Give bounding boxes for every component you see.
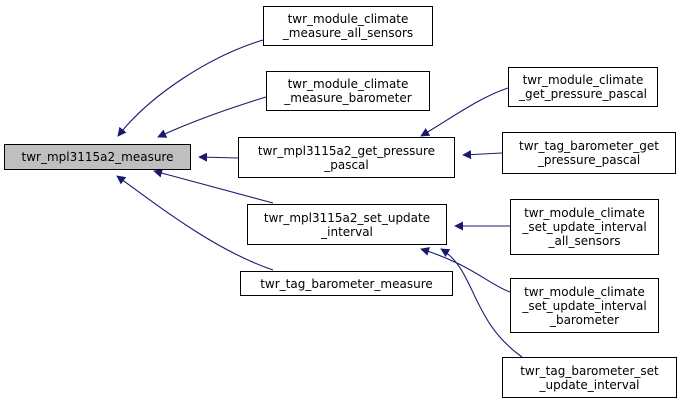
- call-edge-climate-get-pressure-to-get-pressure: [420, 87, 509, 137]
- call-edge-climate-measure-baro-to-measure: [157, 96, 267, 138]
- call-edge-tag-set-update-to-set-update: [440, 248, 523, 358]
- node-label-line: _all_sensors: [548, 234, 621, 248]
- node-label-line: _set_update_interval: [522, 298, 647, 313]
- node-label-line: _get_pressure_pascal: [518, 87, 648, 101]
- call-edge-tag-get-pressure-to-get-pressure: [462, 150, 503, 160]
- caller-node-tag-get-pressure[interactable]: twr_tag_barometer_get_pressure_pascal: [502, 132, 676, 174]
- node-label-line: twr_module_climate: [287, 12, 409, 26]
- node-label-line: twr_tag_barometer_measure: [260, 276, 433, 291]
- caller-node-climate-get-pressure[interactable]: twr_module_climate_get_pressure_pascal: [508, 67, 658, 107]
- call-edge-climate-measure-all-to-measure: [117, 39, 264, 137]
- node-label-line: twr_module_climate: [524, 284, 645, 299]
- call-edge-set-update-to-measure: [153, 168, 274, 204]
- caller-node-tag-measure[interactable]: twr_tag_barometer_measure: [240, 271, 453, 296]
- caller-node-climate-set-baro[interactable]: twr_module_climate_set_update_interval_b…: [510, 278, 659, 333]
- node-label-line: twr_module_climate: [524, 206, 645, 220]
- node-label-line: _pascal: [324, 157, 369, 172]
- caller-node-climate-measure-all[interactable]: twr_module_climate_measure_all_sensors: [263, 6, 433, 46]
- call-edge-tag-measure-to-measure: [116, 175, 274, 271]
- node-label-line: _measure_all_sensors: [282, 26, 414, 40]
- node-label-line: twr_mpl3115a2_set_update: [263, 210, 431, 225]
- node-label-line: twr_tag_barometer_set: [520, 363, 659, 378]
- node-label-line: _pressure_pascal: [537, 153, 641, 167]
- node-label-line: _set_update_interval: [522, 220, 647, 234]
- node-label-line: twr_tag_barometer_get: [519, 139, 659, 153]
- node-label-line: _barometer: [549, 312, 620, 327]
- node-label-line: twr_module_climate: [522, 73, 644, 87]
- root-function-node[interactable]: twr_mpl3115a2_measure: [4, 144, 191, 170]
- node-label-line: twr_module_climate: [287, 77, 409, 91]
- node-label-line: _update_interval: [539, 377, 640, 392]
- caller-node-get-pressure[interactable]: twr_mpl3115a2_get_pressure_pascal: [238, 137, 455, 178]
- node-label-line: _interval: [321, 224, 373, 239]
- node-label-line: _measure_barometer: [284, 91, 412, 105]
- caller-node-set-update[interactable]: twr_mpl3115a2_set_update_interval: [247, 204, 447, 245]
- caller-node-climate-set-all[interactable]: twr_module_climate_set_update_interval_a…: [510, 199, 659, 255]
- caller-node-climate-measure-baro[interactable]: twr_module_climate_measure_barometer: [266, 71, 430, 111]
- node-label-line: twr_mpl3115a2_measure: [21, 150, 174, 164]
- call-edge-climate-set-baro-to-set-update: [420, 247, 511, 293]
- node-label-line: twr_mpl3115a2_get_pressure: [257, 143, 436, 158]
- call-edge-get-pressure-to-measure: [198, 152, 239, 162]
- caller-node-tag-set-update[interactable]: twr_tag_barometer_set_update_interval: [502, 357, 677, 398]
